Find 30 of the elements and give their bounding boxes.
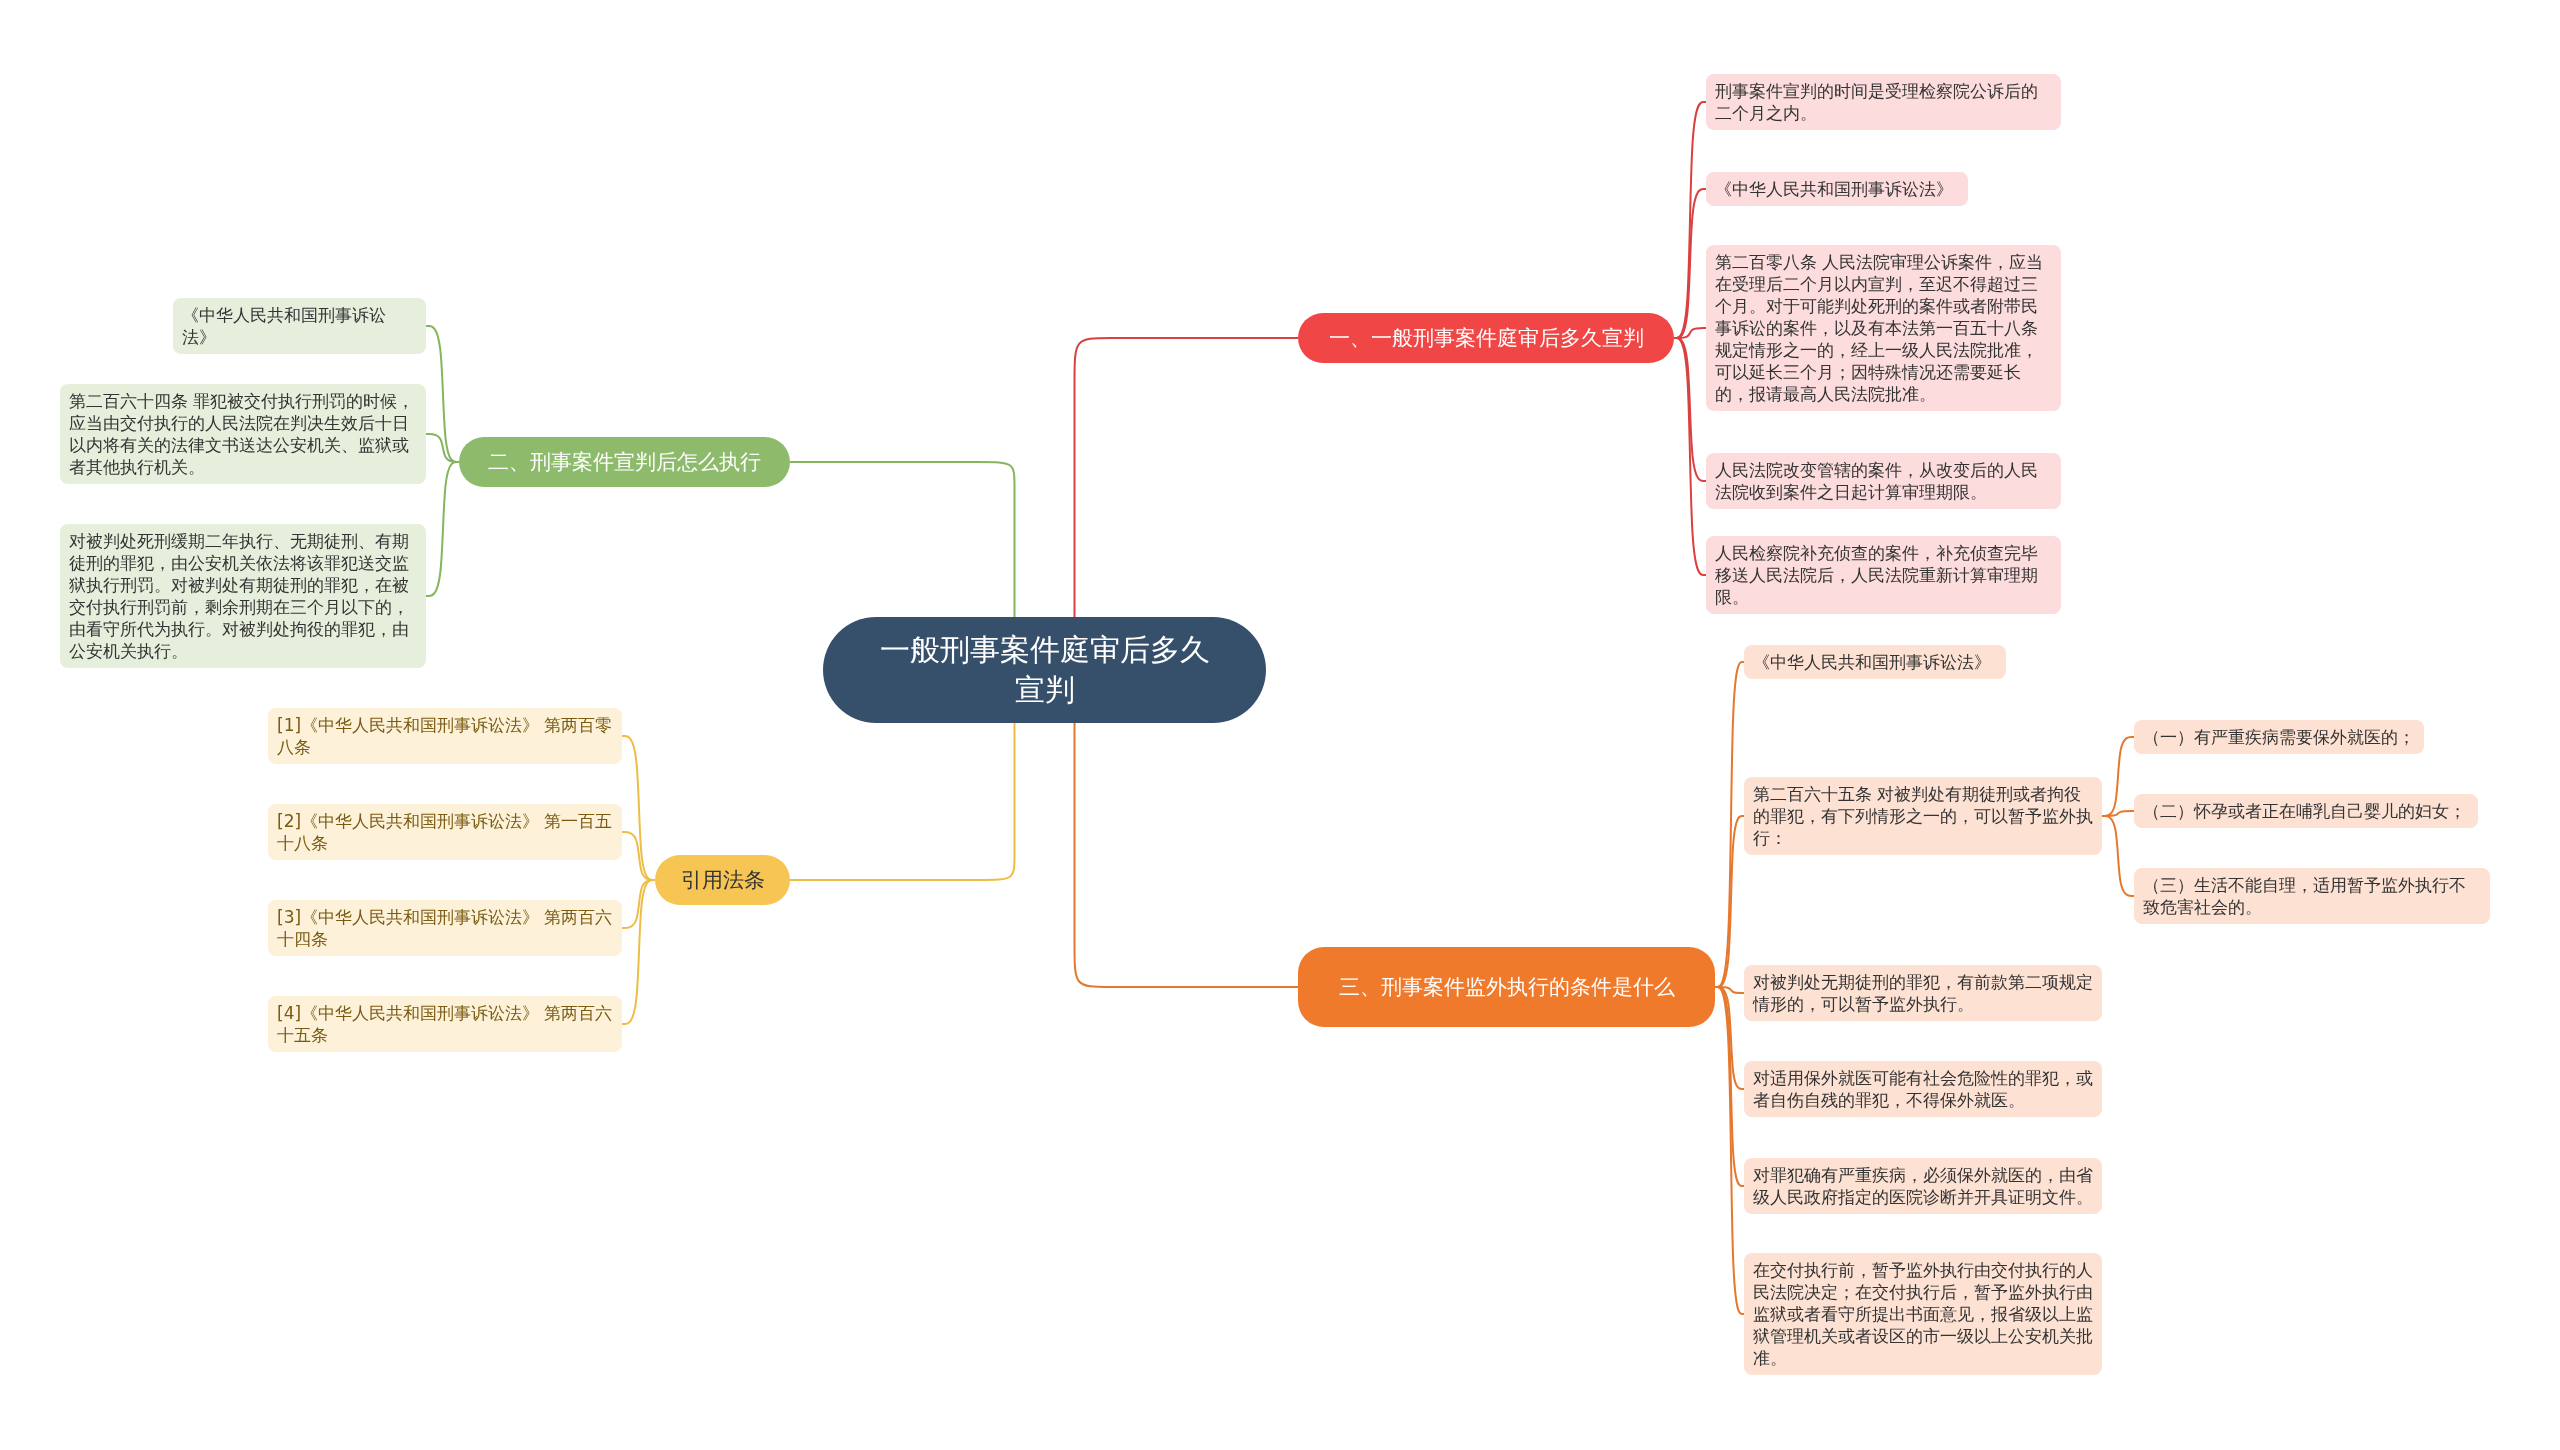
branch-topic: 引用法条 <box>655 855 790 905</box>
branch-topic: 二、刑事案件宣判后怎么执行 <box>459 437 790 487</box>
note-box: 第二百六十四条 罪犯被交付执行刑罚的时候，应当由交付执行的人民法院在判决生效后十日以内将有关的法律文书送达公安机关、监狱或者其他执行机关。 <box>60 384 426 484</box>
note-box: 《中华人民共和国刑事诉讼法》 <box>1706 172 1968 206</box>
connector-line <box>789 461 1016 618</box>
note-box: 第二百六十五条 对被判处有期徒刑或者拘役的罪犯，有下列情形之一的，可以暂予监外执行： <box>1744 777 2102 855</box>
central-topic: 一般刑事案件庭审后多久宣判 <box>823 617 1266 723</box>
connector-line <box>1073 722 1299 988</box>
branch-topic: 三、刑事案件监外执行的条件是什么 <box>1298 947 1715 1027</box>
note-box: [1]《中华人民共和国刑事诉讼法》 第两百零八条 <box>268 708 622 764</box>
branch-topic: 一、一般刑事案件庭审后多久宣判 <box>1298 313 1674 363</box>
note-box: 对被判处无期徒刑的罪犯，有前款第二项规定情形的，可以暂予监外执行。 <box>1744 965 2102 1021</box>
note-box: [2]《中华人民共和国刑事诉讼法》 第一百五十八条 <box>268 804 622 860</box>
note-box: [4]《中华人民共和国刑事诉讼法》 第两百六十五条 <box>268 996 622 1052</box>
connector-line <box>1073 337 1299 618</box>
note-box: [3]《中华人民共和国刑事诉讼法》 第两百六十四条 <box>268 900 622 956</box>
note-box: 人民法院改变管辖的案件，从改变后的人民法院收到案件之日起计算审理期限。 <box>1706 453 2061 509</box>
connector-line <box>789 722 1016 881</box>
note-box: 人民检察院补充侦查的案件，补充侦查完毕移送人民法院后，人民法院重新计算审理期限。 <box>1706 536 2061 614</box>
note-box: （一）有严重疾病需要保外就医的； <box>2134 720 2424 754</box>
note-box: 对罪犯确有严重疾病，必须保外就医的，由省级人民政府指定的医院诊断并开具证明文件。 <box>1744 1158 2102 1214</box>
note-box: 对适用保外就医可能有社会危险性的罪犯，或者自伤自残的罪犯，不得保外就医。 <box>1744 1061 2102 1117</box>
note-box: 在交付执行前，暂予监外执行由交付执行的人民法院决定；在交付执行后，暂予监外执行由监狱或者看守所提出书面意见，报省级以上监狱管理机关或者设区的市一级以上公安机关批准。 <box>1744 1253 2102 1375</box>
note-box: 第二百零八条 人民法院审理公诉案件，应当在受理后二个月以内宣判，至迟不得超过三个月。对于可能判处死刑的案件或者附带民事诉讼的案件，以及有本法第一百五十八条规定情形之一的，经上一级人民法院批准，可以延长三个月；因特殊情况还需要延长的，报请最高人民法院批准。 <box>1706 245 2061 411</box>
note-box: （三）生活不能自理，适用暂予监外执行不致危害社会的。 <box>2134 868 2490 924</box>
note-box: （二）怀孕或者正在哺乳自己婴儿的妇女； <box>2134 794 2478 828</box>
note-box: 刑事案件宣判的时间是受理检察院公诉后的二个月之内。 <box>1706 74 2061 130</box>
note-box: 对被判处死刑缓期二年执行、无期徒刑、有期徒刑的罪犯，由公安机关依法将该罪犯送交监狱执行刑罚。对被判处有期徒刑的罪犯，在被交付执行刑罚前，剩余刑期在三个月以下的，由看守所代为执行。对被判处拘役的罪犯，由公安机关执行。 <box>60 524 426 668</box>
note-box: 《中华人民共和国刑事诉讼法》 <box>1744 645 2006 679</box>
note-box: 《中华人民共和国刑事诉讼法》 <box>173 298 426 354</box>
